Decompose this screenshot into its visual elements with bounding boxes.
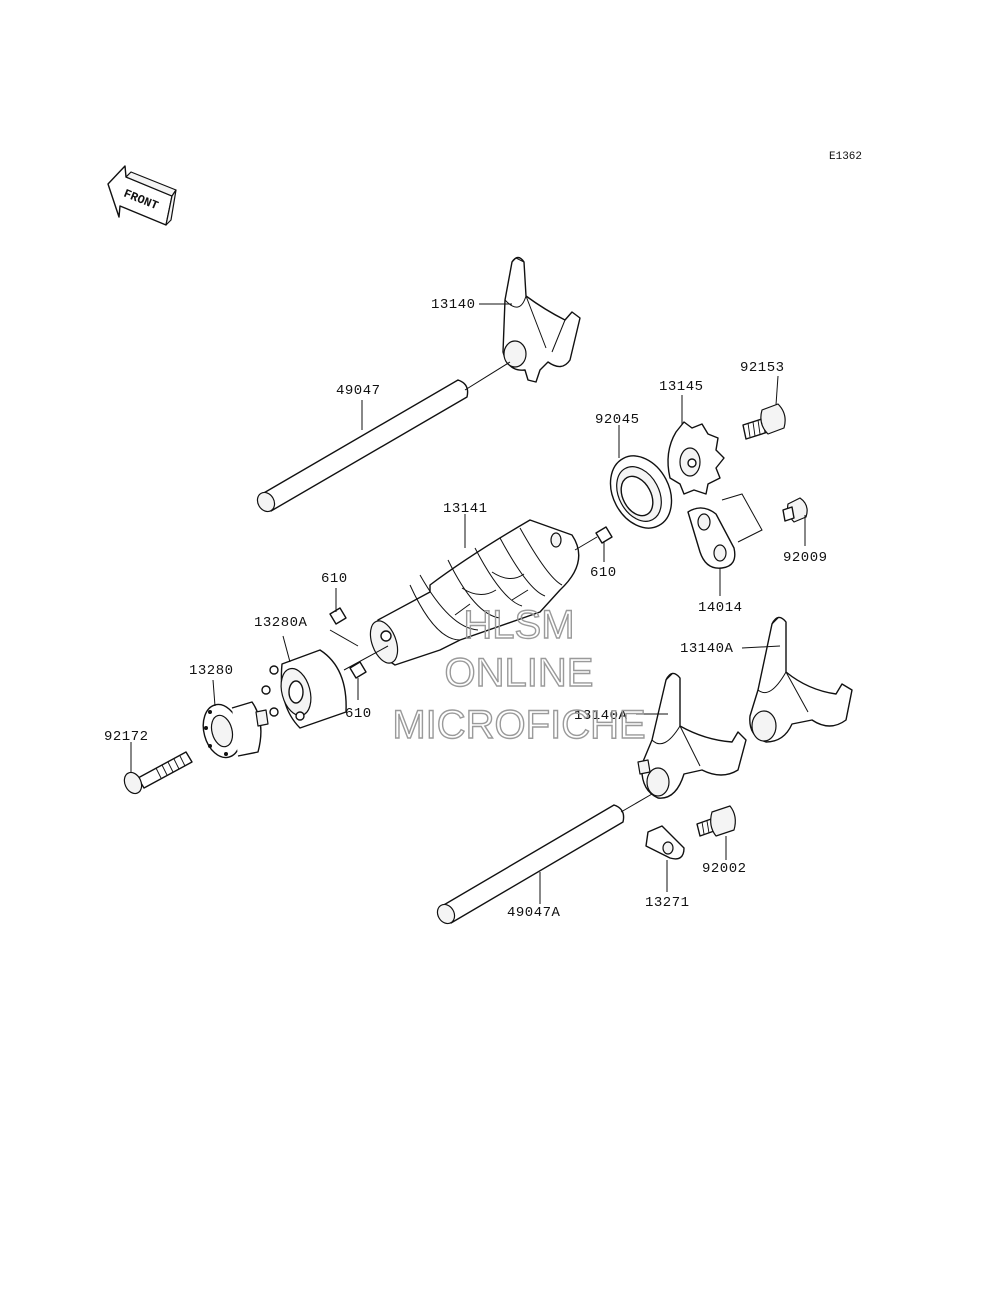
shift-shaft-49047 (256, 361, 511, 513)
bolt-92002 (696, 805, 736, 860)
label-92172: 92172 (104, 729, 149, 745)
label-610-upper: 610 (321, 571, 348, 587)
label-610-lower: 610 (345, 706, 372, 722)
shift-fork-13140 (502, 256, 581, 383)
pin-610-lower (349, 661, 367, 700)
shift-shaft-49047a (436, 793, 653, 925)
label-13140: 13140 (431, 297, 476, 313)
holder-13280a (261, 635, 389, 729)
label-13141: 13141 (443, 501, 488, 517)
label-13271: 13271 (645, 895, 690, 911)
label-610-right: 610 (590, 565, 617, 581)
shift-fork-13140a-lower (636, 672, 747, 799)
label-13280a: 13280A (254, 615, 308, 631)
front-arrow-icon: FRONT (107, 165, 177, 226)
watermark-line-2: ONLINE (445, 651, 594, 695)
plate-13271 (645, 825, 685, 892)
label-13145: 13145 (659, 379, 704, 395)
label-92153: 92153 (740, 360, 785, 376)
label-92009: 92009 (783, 550, 828, 566)
label-49047a: 49047A (507, 905, 561, 921)
label-13140a-lower: 13140A (574, 708, 628, 724)
shift-drum-13141 (369, 514, 598, 666)
label-13140a-right: 13140A (680, 641, 734, 657)
reference-code: E1362 (829, 151, 862, 163)
label-92002: 92002 (702, 861, 747, 877)
label-92045: 92045 (595, 412, 640, 428)
watermark: HLSM ONLINE MICROFICHE (392, 602, 647, 747)
shift-drum-cam-13145 (667, 395, 725, 495)
pin-610-upper (329, 588, 359, 647)
watermark-line-1: HLSM (463, 603, 574, 647)
shift-fork-13140a-right (741, 616, 853, 743)
bolt-92172 (123, 742, 193, 795)
gear-13280 (202, 679, 269, 759)
pin-610-right (595, 526, 613, 562)
label-14014: 14014 (698, 600, 743, 616)
bolt-92153 (742, 375, 786, 440)
bearing-92045 (609, 425, 673, 529)
screw-92009 (721, 493, 808, 546)
part-labels: 13140 49047 92153 13145 92045 13141 610 … (104, 297, 828, 921)
label-49047: 49047 (336, 383, 381, 399)
plate-14014 (687, 507, 736, 596)
label-13280: 13280 (189, 663, 234, 679)
watermark-line-3: MICROFICHE (392, 703, 645, 747)
